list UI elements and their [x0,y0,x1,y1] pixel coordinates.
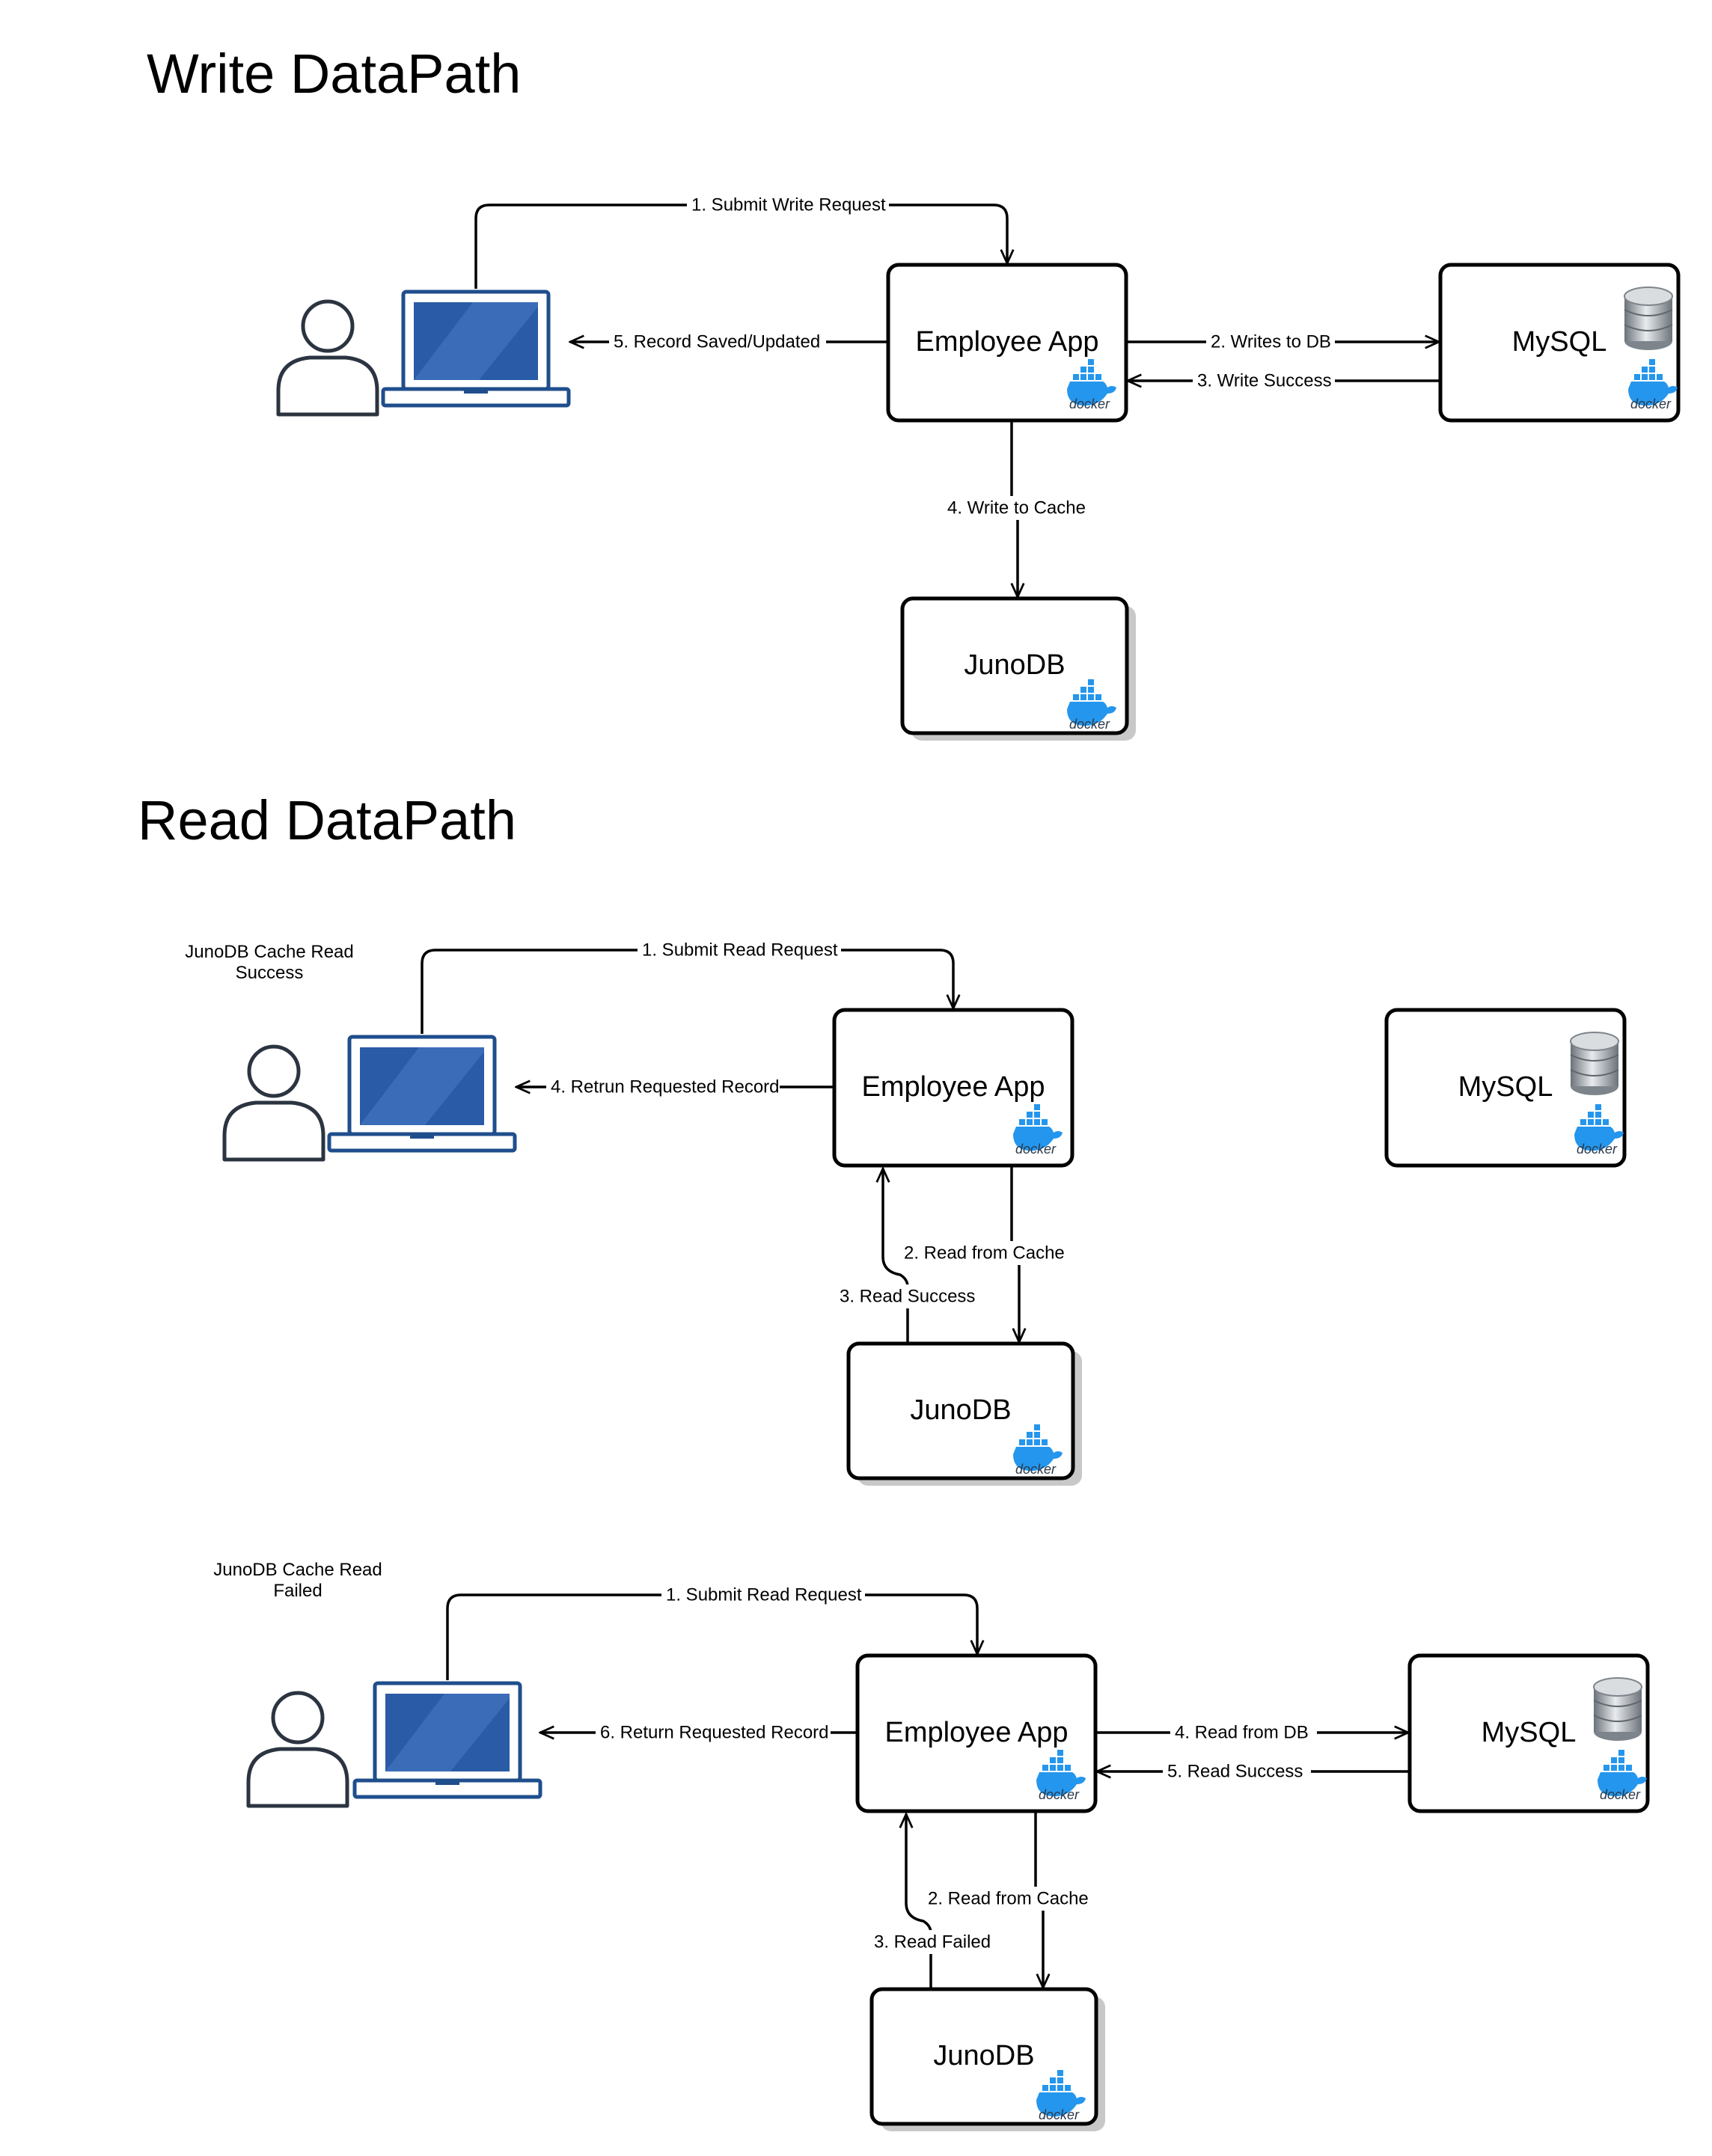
docker-badge-label: docker [1577,1142,1618,1157]
edge-label-submit-read: 1. Submit Read Request [642,940,838,961]
user-icon [224,1047,323,1160]
mysql-node: MySQL docker [1384,1008,1627,1168]
junodb-node: JunoDB docker [900,596,1136,741]
laptop-icon [355,1683,540,1797]
mysql-node: MySQL docker [1438,263,1681,423]
edge-label-read-success: 5. Read Success [1167,1762,1303,1782]
employee-app-label: Employee App [884,1717,1068,1748]
edge-label-read-from-cache: 2. Read from Cache [928,1889,1089,1909]
database-cylinder-icon [1624,287,1673,351]
edge-label-writes-to-db: 2. Writes to DB [1211,332,1331,352]
employee-app-node: Employee App docker [832,1008,1074,1168]
junodb-label: JunoDB [910,1394,1011,1426]
employee-app-node: Employee App docker [855,1653,1098,1813]
mysql-label: MySQL [1512,326,1607,358]
edge-label-submit-write: 1. Submit Write Request [691,195,886,215]
note-cache-success-line2: Success [236,963,304,983]
laptop-icon [329,1037,515,1151]
docker-badge-label: docker [1630,396,1672,411]
employee-app-node: Employee App docker [886,263,1128,423]
docker-badge-label: docker [1015,1462,1057,1477]
edge-label-record-saved: 5. Record Saved/Updated [614,332,820,352]
employee-app-label: Employee App [915,326,1098,358]
edge-label-read-failed: 3. Read Failed [874,1932,991,1953]
junodb-label: JunoDB [933,2040,1034,2071]
write-datapath-title: Write DataPath [147,43,521,105]
database-cylinder-icon [1593,1677,1642,1742]
docker-badge-label: docker [1039,2107,1080,2122]
junodb-label: JunoDB [964,649,1065,681]
edge-label-read-success: 3. Read Success [840,1287,975,1307]
edge-label-return-record: 4. Retrun Requested Record [551,1077,780,1097]
docker-badge-label: docker [1069,396,1110,411]
edge-label-read-from-db: 4. Read from DB [1175,1723,1309,1743]
write-datapath: Employee App docker MySQL docker JunoDB … [278,193,1681,741]
mysql-node: MySQL docker [1407,1653,1650,1813]
edge-label-write-to-cache: 4. Write to Cache [947,498,1086,518]
docker-badge-label: docker [1015,1142,1057,1157]
employee-app-label: Employee App [861,1071,1045,1103]
docker-badge-label: docker [1069,717,1110,732]
laptop-icon [383,292,569,405]
read-cache-failed: JunoDB Cache Read Failed Employee App do… [213,1560,1650,2131]
junodb-node: JunoDB docker [846,1341,1082,1486]
docker-badge-label: docker [1039,1787,1080,1802]
mysql-label: MySQL [1458,1071,1553,1103]
note-cache-success-line1: JunoDB Cache Read [185,942,353,962]
note-cache-failed-line1: JunoDB Cache Read [213,1560,382,1580]
docker-badge-label: docker [1600,1787,1641,1802]
note-cache-failed-line2: Failed [273,1581,322,1601]
edge-label-write-success: 3. Write Success [1197,371,1332,391]
database-cylinder-icon [1570,1032,1619,1096]
junodb-node: JunoDB docker [869,1987,1105,2131]
user-icon [278,301,377,414]
read-cache-success: JunoDB Cache Read Success Employee App d… [185,938,1627,1486]
edge-label-return-record: 6. Return Requested Record [600,1723,829,1743]
user-icon [248,1693,347,1806]
edge-label-read-from-cache: 2. Read from Cache [904,1243,1065,1264]
edge-label-submit-read: 1. Submit Read Request [666,1585,862,1605]
mysql-label: MySQL [1482,1717,1577,1748]
read-datapath-title: Read DataPath [138,789,516,851]
edge-read-success [883,1169,909,1342]
